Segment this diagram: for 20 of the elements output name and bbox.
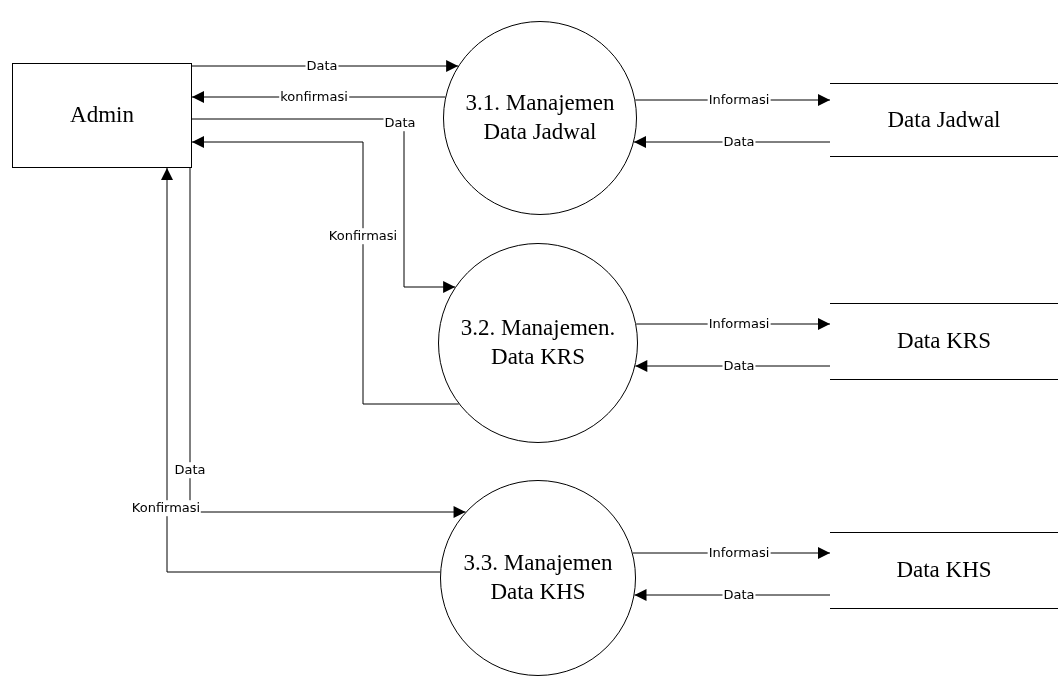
node-label: 3.2. Manajemen. Data KRS — [459, 314, 617, 371]
node-label: Admin — [69, 101, 135, 130]
data-store — [830, 303, 1058, 380]
node-label: Data KRS — [896, 327, 992, 356]
edge-label: Data — [383, 115, 417, 131]
edge-label: Data — [173, 462, 207, 478]
data-store — [830, 83, 1058, 157]
entity-box — [12, 63, 192, 168]
edge-label: Konfirmasi — [327, 228, 399, 244]
edge-label: Konfirmasi — [130, 500, 202, 516]
arrow — [161, 167, 441, 573]
node-label: Data Jadwal — [886, 105, 1002, 134]
arrow — [191, 60, 459, 72]
node-label: 3.3. Manajemen Data KHS — [462, 549, 614, 606]
arrow — [191, 118, 456, 293]
arrow — [191, 136, 460, 405]
node-label: Data KHS — [895, 556, 993, 585]
arrow — [189, 167, 467, 518]
data-store — [830, 532, 1058, 609]
node-label: 3.1. Manajemen Data Jadwal — [464, 89, 616, 146]
